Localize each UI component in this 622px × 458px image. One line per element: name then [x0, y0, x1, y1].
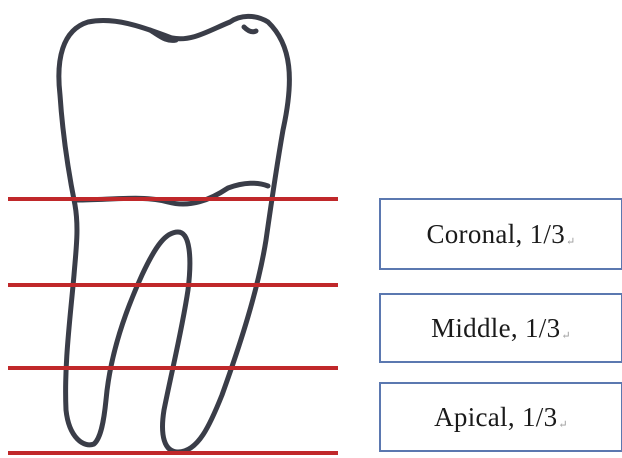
- crown-cusp-notch-2: [244, 27, 256, 32]
- paragraph-mark-icon: ↵: [566, 235, 576, 248]
- crown-cusp-notch: [150, 30, 176, 40]
- tooth-outline: [59, 16, 290, 452]
- middle-third-label-box: Middle, 1/3↵: [379, 293, 622, 363]
- paragraph-mark-icon: ↵: [561, 329, 571, 342]
- apical-third-label: Apical, 1/3: [434, 402, 557, 433]
- coronal-third-label-box: Coronal, 1/3↵: [379, 198, 622, 270]
- tooth-outer-contour: [59, 16, 290, 452]
- apical-third-label-box: Apical, 1/3↵: [379, 382, 622, 452]
- zone-lines: [8, 199, 338, 453]
- coronal-third-label: Coronal, 1/3: [426, 219, 565, 250]
- middle-third-label: Middle, 1/3: [431, 313, 560, 344]
- paragraph-mark-icon: ↵: [558, 418, 568, 431]
